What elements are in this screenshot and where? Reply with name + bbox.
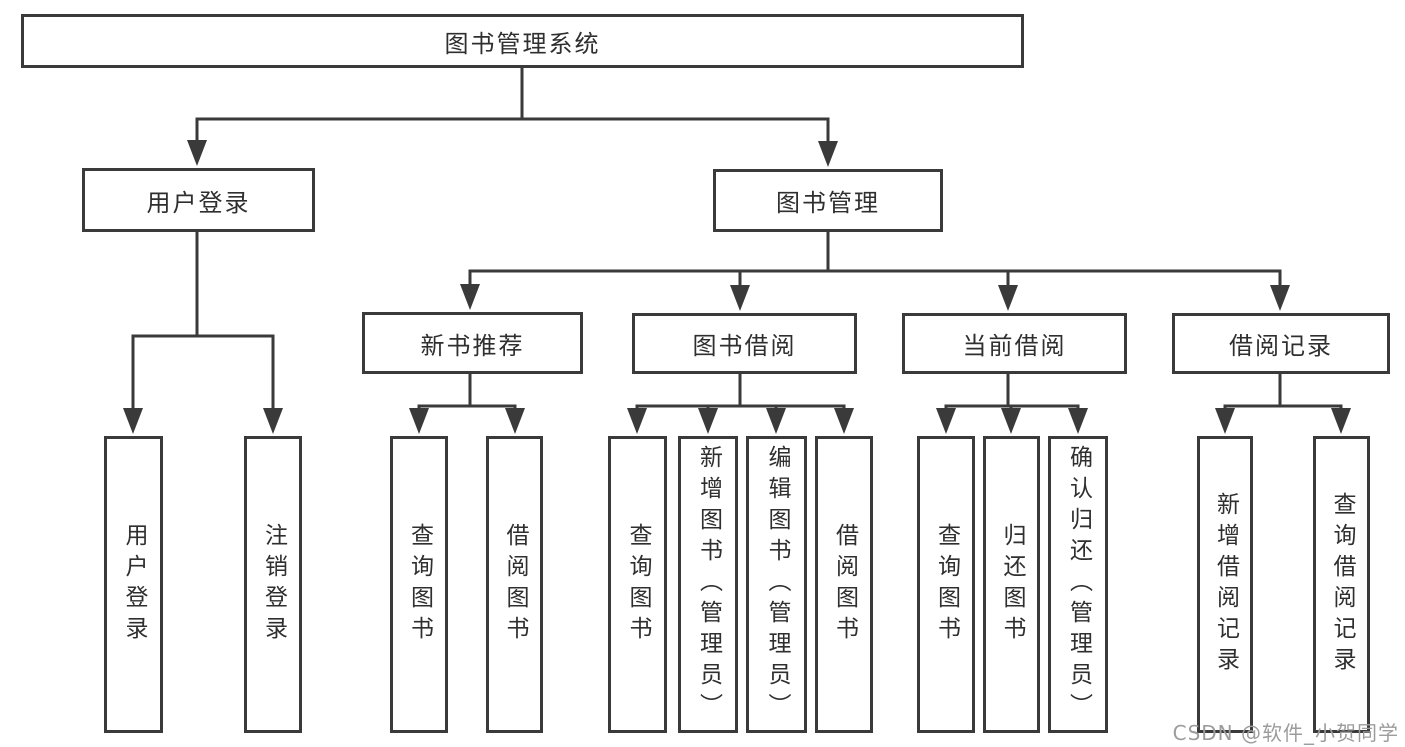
leaf-query-borrow-record: 查询借阅记录 [1313, 436, 1370, 733]
leaf-query-books-current: 查询图书 [917, 436, 975, 733]
node-root-system: 图书管理系统 [21, 14, 1024, 68]
arrowhead-icons [123, 140, 1351, 434]
leaf-add-book-admin: 新增图书（管理员） [678, 436, 738, 733]
leaf-user-login: 用户登录 [104, 436, 163, 733]
leaf-borrow-books-recommend: 借阅图书 [486, 436, 543, 733]
leaf-add-borrow-record: 新增借阅记录 [1197, 436, 1253, 733]
node-current-borrow: 当前借阅 [902, 313, 1127, 374]
leaf-edit-book-admin: 编辑图书（管理员） [746, 436, 807, 733]
leaf-return-book: 归还图书 [983, 436, 1040, 733]
leaf-query-books-recommend: 查询图书 [390, 436, 448, 733]
node-user-login: 用户登录 [82, 168, 315, 232]
csdn-watermark: CSDN @软件_小贺同学 [1172, 721, 1399, 745]
node-book-borrow: 图书借阅 [632, 313, 857, 374]
node-borrow-records: 借阅记录 [1172, 313, 1390, 374]
node-book-management: 图书管理 [713, 169, 943, 232]
leaf-confirm-return-admin: 确认归还（管理员） [1048, 436, 1108, 733]
leaf-query-books-borrow: 查询图书 [608, 436, 667, 733]
leaf-borrow-books: 借阅图书 [815, 436, 873, 733]
node-new-book-recommend: 新书推荐 [362, 312, 583, 374]
leaf-logout: 注销登录 [244, 436, 302, 733]
